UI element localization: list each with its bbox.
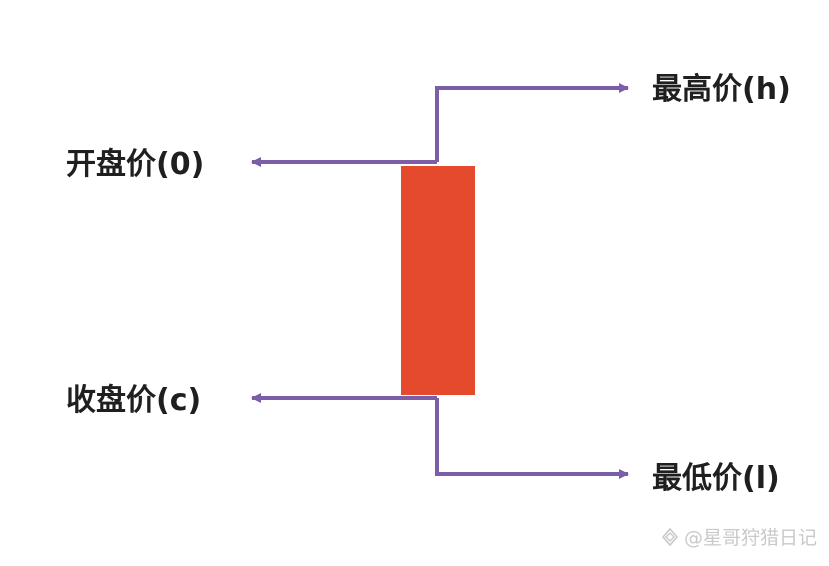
high-arrow bbox=[435, 83, 629, 162]
candle-body bbox=[401, 166, 475, 395]
high-price-label: 最高价(h) bbox=[652, 72, 791, 107]
watermark: @星哥狩猎日记 bbox=[660, 523, 817, 550]
low-price-label: 最低价(l) bbox=[652, 461, 780, 496]
open-price-label: 开盘价(0) bbox=[66, 147, 205, 182]
logo-icon bbox=[661, 527, 679, 546]
low-arrow bbox=[435, 398, 629, 479]
close-price-label: 收盘价(c) bbox=[66, 383, 202, 418]
watermark-text: @星哥狩猎日记 bbox=[683, 527, 817, 549]
